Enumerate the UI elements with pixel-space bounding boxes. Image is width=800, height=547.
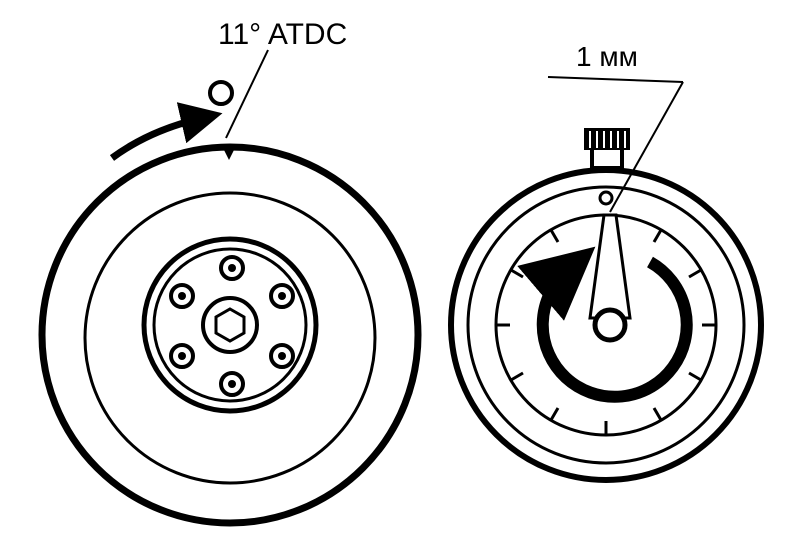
crankshaft-pulley bbox=[38, 143, 422, 527]
timing-pointer-mark bbox=[208, 80, 234, 106]
hub-center-ring bbox=[201, 296, 259, 354]
gauge-tick bbox=[549, 407, 560, 421]
hub-hex-nut bbox=[214, 307, 246, 343]
dial-gauge bbox=[448, 128, 764, 483]
gauge-tick bbox=[652, 407, 663, 421]
pulley-outer-rim bbox=[38, 143, 422, 527]
gauge-needle-hub bbox=[592, 307, 628, 343]
timing-mark-notch bbox=[223, 148, 235, 160]
pulley-inner-rim bbox=[83, 191, 377, 485]
gauge-reading-label: 1 мм bbox=[576, 41, 638, 72]
hub-bolt bbox=[169, 283, 195, 309]
gauge-tick bbox=[688, 268, 702, 279]
gauge-tick bbox=[688, 371, 702, 382]
angle-leader-line bbox=[225, 49, 269, 139]
pulley-angle-label: 11° ATDC bbox=[218, 18, 347, 51]
pulley-hub-inner bbox=[152, 247, 308, 403]
gauge-tick bbox=[549, 229, 560, 243]
gauge-tick bbox=[652, 229, 663, 243]
hub-bolt bbox=[169, 343, 195, 369]
pulley-hub-outer bbox=[141, 236, 319, 414]
pulley-rotation-arrow bbox=[109, 102, 223, 161]
hub-bolt-cores bbox=[178, 264, 286, 388]
gauge-bezel-inner bbox=[466, 185, 746, 465]
hub-bolt bbox=[269, 283, 295, 309]
hub-bolts bbox=[169, 255, 295, 397]
hub-bolt bbox=[219, 371, 245, 397]
hub-bolt bbox=[269, 343, 295, 369]
hub-bolt bbox=[219, 255, 245, 281]
gauge-label-underline bbox=[547, 76, 684, 83]
gauge-tick bbox=[510, 371, 524, 382]
gauge-zero-marker bbox=[598, 190, 614, 206]
gauge-needle bbox=[588, 213, 632, 320]
gauge-rotation-arrow bbox=[517, 246, 693, 403]
gauge-leader-line bbox=[609, 81, 684, 213]
